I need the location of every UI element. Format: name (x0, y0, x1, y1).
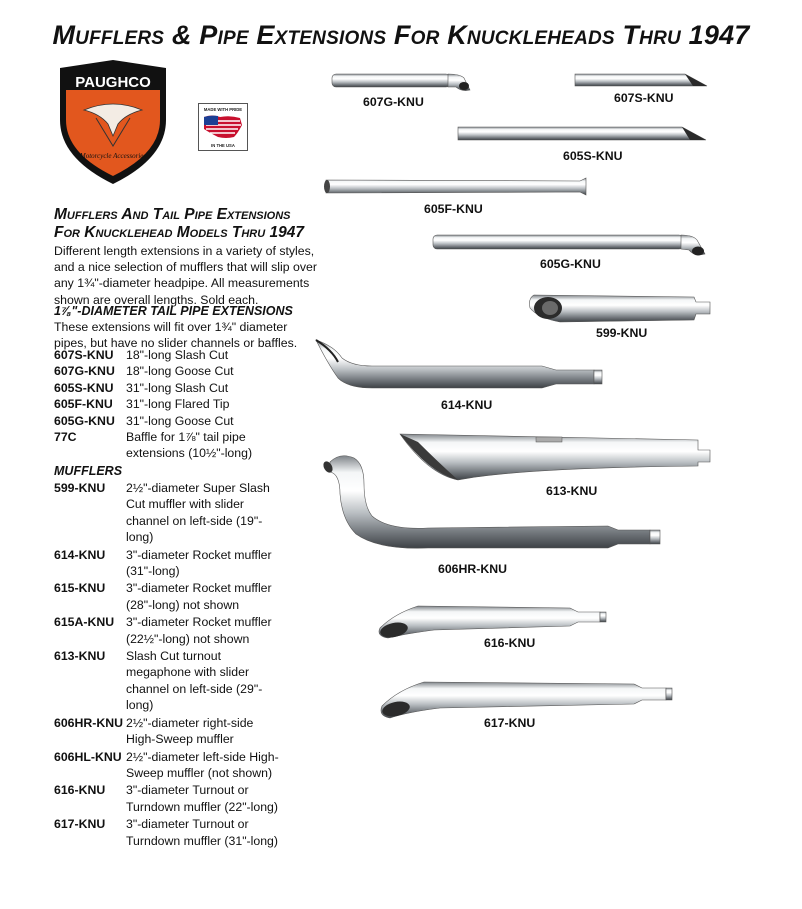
extensions-note: These extensions will fit over 1¾" diame… (54, 320, 298, 351)
label-605g: 605G-KNU (540, 257, 601, 271)
pipe-607s-image (574, 73, 708, 87)
label-599: 599-KNU (596, 326, 648, 340)
paughco-logo: PAUGHCO Motorcycle Accessories (60, 60, 166, 184)
mufflers-heading: MUFFLERS (54, 464, 123, 478)
logo-tagline: Motorcycle Accessories (79, 152, 147, 160)
badge-top-text: MADE WITH PRIDE (204, 107, 242, 112)
label-607s: 607S-KNU (614, 91, 674, 105)
section-intro: Different length extensions in a variety… (54, 244, 317, 307)
muffler-614-image (315, 339, 603, 389)
usa-flag-badge: MADE WITH PRIDE IN THE USA (198, 103, 248, 151)
label-616: 616-KNU (484, 636, 536, 650)
pipe-605g-image (432, 234, 706, 256)
section-title: Mufflers And Tail Pipe Extensions For Kn… (54, 206, 334, 242)
badge-bottom-text: IN THE USA (211, 143, 235, 148)
label-607g: 607G-KNU (363, 95, 424, 109)
label-606hr: 606HR-KNU (438, 562, 508, 576)
muffler-606hr-image (323, 455, 661, 549)
section-title-line1: Mufflers And Tail Pipe Extensions (54, 206, 291, 223)
label-617: 617-KNU (484, 716, 536, 730)
label-605f: 605F-KNU (424, 202, 483, 216)
label-614: 614-KNU (441, 398, 493, 412)
pipe-605f-image (324, 177, 587, 196)
label-613: 613-KNU (546, 484, 598, 498)
section-title-line2: For Knucklehead Models Thru 1947 (54, 224, 304, 241)
muffler-613-image (399, 433, 711, 481)
muffler-616-image (378, 605, 607, 639)
logo-brand: PAUGHCO (75, 74, 151, 91)
label-605s: 605S-KNU (563, 149, 623, 163)
muffler-617-image (380, 681, 673, 719)
pipe-605s-image (457, 126, 707, 141)
pipe-607g-image (331, 73, 471, 91)
muffler-599-image (529, 294, 711, 323)
page-title: Mufflers & Pipe Extensions For Knucklehe… (52, 20, 750, 50)
extensions-heading: 1⅞"-DIAMETER TAIL PIPE EXTENSIONS (54, 304, 293, 318)
